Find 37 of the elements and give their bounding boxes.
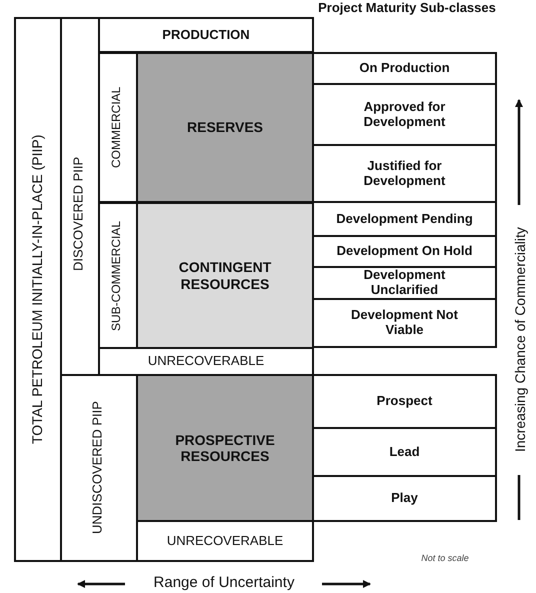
- class-label: PRODUCTION: [161, 26, 251, 44]
- vertical-class-label: DISCOVERED PIIP: [70, 156, 87, 274]
- sub-class-label: Prospect: [376, 392, 434, 410]
- sub-class-box: [312, 475, 497, 522]
- class-box: [98, 202, 314, 349]
- column-heading: Project Maturity Sub-classes: [317, 0, 497, 15]
- sub-class-label: Lead: [388, 442, 421, 461]
- class-label: UNRECOVERABLE: [166, 532, 284, 550]
- sub-class-label: Justified for Development: [362, 156, 446, 190]
- sub-class-label: Development Not Viable: [350, 306, 459, 339]
- axis-label: Increasing Chance of Commerciality: [511, 226, 529, 454]
- class-box: [136, 374, 314, 522]
- sub-class-label: On Production: [358, 59, 451, 78]
- class-box: [14, 17, 314, 562]
- sub-class-box: [312, 298, 497, 348]
- class-label: PROSPECTIVE RESOURCES: [174, 430, 276, 466]
- class-label: UNRECOVERABLE: [146, 352, 266, 370]
- class-box: [60, 374, 314, 562]
- class-label: RESERVES: [186, 118, 264, 138]
- sub-class-box: [312, 374, 497, 429]
- vertical-class-label: SUB-COMMERCIAL: [108, 220, 124, 333]
- vertical-class-label: COMMERCIAL: [108, 86, 124, 170]
- sub-class-label: Development On Hold: [336, 242, 474, 260]
- sub-class-label: Development Pending: [335, 210, 474, 228]
- class-box: [98, 52, 314, 203]
- sub-class-label: Play: [390, 489, 419, 508]
- sub-class-label: Approved for Development: [362, 98, 446, 131]
- class-box: [136, 52, 314, 203]
- vertical-class-label: UNDISCOVERED PIIP: [88, 400, 106, 536]
- note: Not to scale: [420, 553, 470, 563]
- sub-class-box: [312, 52, 497, 85]
- vertical-class-label: TOTAL PETROLEUM INITIALLY-IN-PLACE (PIIP): [28, 134, 46, 446]
- sub-class-label: Development Unclarified: [362, 268, 446, 298]
- class-box: [60, 17, 314, 376]
- axis-label: Range of Uncertainty: [152, 574, 296, 591]
- class-label: CONTINGENT RESOURCES: [178, 258, 272, 294]
- class-box: [136, 202, 314, 349]
